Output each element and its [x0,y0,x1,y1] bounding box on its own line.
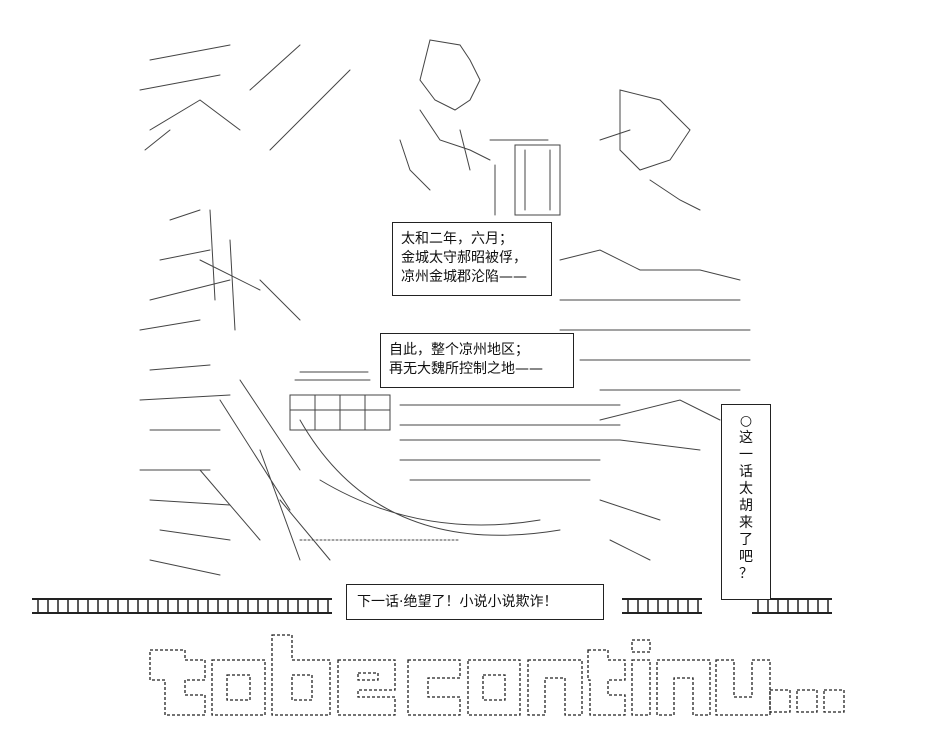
caption-2-line-2: 再无大魏所控制之地—— [389,361,543,377]
next-episode-title: 下一话·绝望了！小说小说欺诈！ [357,594,558,610]
side-question-char-6: 胡 [739,498,753,514]
side-question-char-7: 来 [739,515,753,531]
caption-1-line-1: 太和二年，六月； [401,231,513,247]
caption-1-line-2: 金城太守郝昭被俘， [401,250,527,266]
side-question-char-1: ○ [739,413,753,429]
side-question-char-8: 了 [739,532,753,548]
caption-box-1: 太和二年，六月； 金城太守郝昭被俘， 凉州金城郡沦陷—— [392,222,552,296]
next-episode-box: 下一话·绝望了！小说小说欺诈！ [346,584,604,620]
caption-1-line-3: 凉州金城郡沦陷—— [401,269,527,285]
side-question-char-5: 太 [739,481,753,497]
side-question-box: ○ 这 一 话 太 胡 来 了 吧 ？ [721,404,771,600]
side-question-char-2: 这 [739,430,753,446]
caption-box-2: 自此，整个凉州地区； 再无大魏所控制之地—— [380,333,574,388]
side-question-char-9: 吧 [739,549,753,565]
caption-2-line-1: 自此，整个凉州地区； [389,342,529,358]
side-question-char-10: ？ [739,566,753,582]
side-question-char-4: 话 [739,464,753,480]
side-question-char-3: 一 [739,447,753,463]
